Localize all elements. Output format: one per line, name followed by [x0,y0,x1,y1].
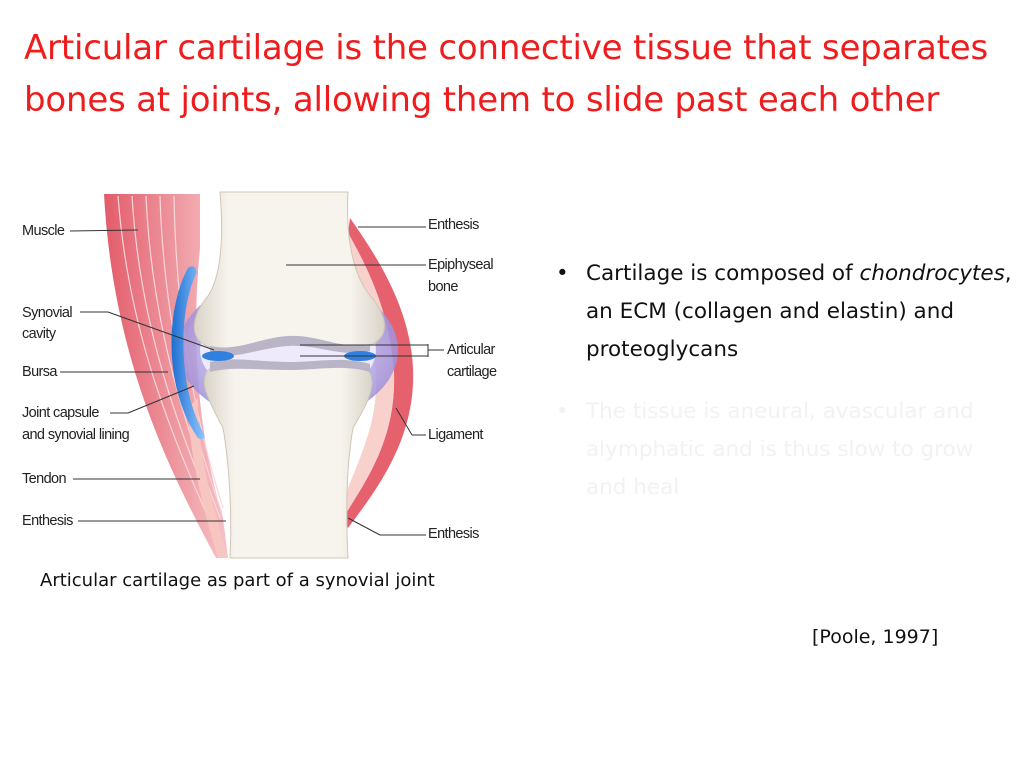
bullet-item-composition: • Cartilage is composed of chondrocytes,… [556,255,1016,369]
joint-illustration [60,191,444,559]
title-line-1: Articular cartilage is the connective ti… [24,28,988,68]
label-synovial-cavity-1: Synovial [22,305,73,321]
bullet-list: • Cartilage is composed of chondrocytes,… [556,255,1016,531]
synovial-joint-figure: Muscle Synovial cavity Bursa Joint capsu… [18,188,518,568]
label-epiphyseal-2: bone [428,279,458,295]
label-bursa: Bursa [22,364,57,380]
label-muscle: Muscle [22,223,65,239]
slide-title: Articular cartilage is the connective ti… [24,22,1004,126]
bullet-marker: • [556,261,569,286]
citation: [Poole, 1997] [812,626,939,648]
articular-cartilage-lower [210,359,370,372]
bullet-item-properties: • The tissue is aneural, avascular and a… [556,393,1016,507]
synovial-cavity-left [202,351,234,361]
label-synovial-cavity-2: cavity [22,326,56,342]
label-epiphyseal-1: Epiphyseal [428,257,494,273]
bullet-text: The tissue is aneural, avascular and aly… [586,399,974,500]
title-line-2: bones at joints, allowing them to slide … [24,80,940,120]
bullet-marker: • [556,399,569,424]
label-articular-2: cartilage [447,364,497,380]
label-ligament: Ligament [428,427,483,443]
label-articular-1: Articular [447,342,495,358]
figure-caption: Articular cartilage as part of a synovia… [40,570,435,591]
upper-bone [193,191,385,350]
bullet-text-emphasis: chondrocytes [859,261,1005,286]
right-ligament [343,218,414,528]
lower-bone [203,361,373,559]
label-joint-capsule-2: and synovial lining [22,427,130,443]
bullet-text-suffix: , an ECM (collagen and elastin) and prot… [586,261,1012,362]
label-enthesis-bottom: Enthesis [428,526,479,542]
label-tendon: Tendon [22,471,67,487]
articular-cartilage-upper [210,335,370,356]
label-enthesis-top: Enthesis [428,217,479,233]
label-joint-capsule-1: Joint capsule [22,405,99,421]
bullet-text-prefix: Cartilage is composed of [586,261,860,286]
label-enthesis-left: Enthesis [22,513,73,529]
bursa [171,266,205,440]
